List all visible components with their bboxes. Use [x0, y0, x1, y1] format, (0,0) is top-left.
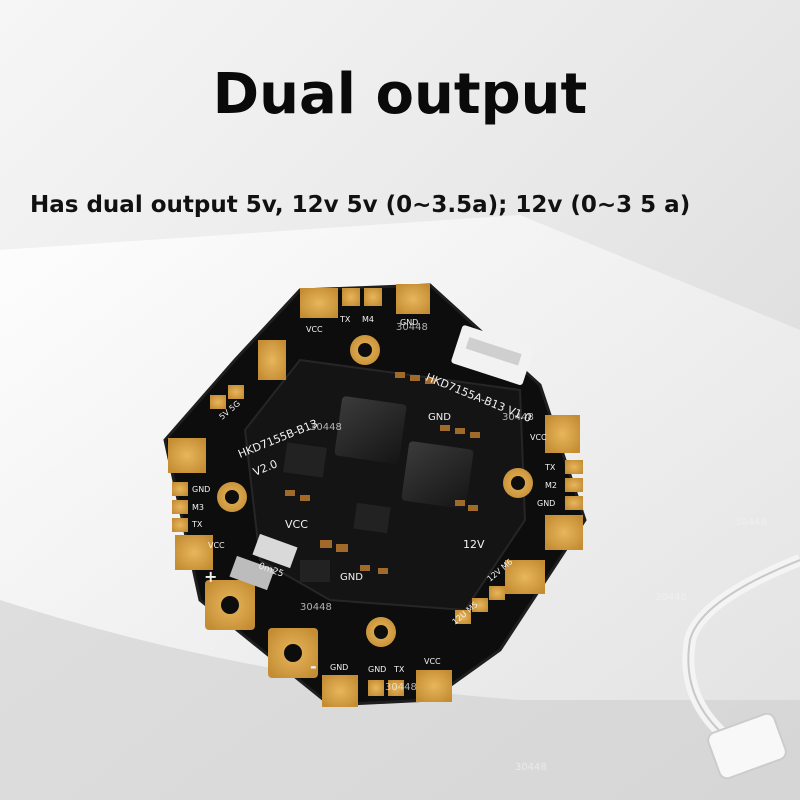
svg-text:30448: 30448 [310, 422, 342, 433]
label-vcc-center: VCC [285, 518, 308, 531]
usb-plug [707, 712, 787, 780]
label-m3-left: M3 [192, 503, 204, 512]
regulator-chip [283, 442, 327, 478]
label-tx-right: TX [544, 463, 556, 472]
label-vcc-top: VCC [306, 325, 323, 334]
mounting-holes [217, 335, 533, 647]
shunt-resistor [252, 533, 298, 569]
pad-cluster-bottom [322, 560, 545, 707]
label-gnd-bottom: GND [330, 663, 348, 672]
label-gnd-top: GND [428, 412, 451, 423]
pad-cluster-top [300, 284, 430, 318]
label-vcc-right: VCC [530, 433, 547, 442]
label-minus: - [310, 657, 317, 676]
inductor-5v [334, 396, 407, 464]
label-gnd-bottom2: GND [368, 665, 386, 674]
label-vcc-left: VCC [208, 541, 225, 550]
pad-cluster-left [168, 340, 286, 570]
page-title: Dual output [212, 62, 588, 127]
svg-text:30448: 30448 [515, 762, 547, 773]
label-gnd-left: GND [192, 485, 210, 494]
watermarks: 30448 30448 30448 30448 30448 30448 3044… [300, 322, 767, 773]
label-12v: 12V [463, 538, 485, 551]
pad-cluster-right [545, 415, 583, 550]
page-subtitle: Has dual output 5v, 12v 5v (0~3.5a); 12v… [30, 192, 691, 218]
label-tx-bottom: TX [393, 665, 405, 674]
label-gnd-right: GND [537, 499, 555, 508]
label-plus: + [204, 567, 217, 586]
inductor-12v [401, 441, 474, 509]
label-tx-top: TX [339, 315, 351, 324]
svg-text:30448: 30448 [735, 517, 767, 528]
svg-text:30448: 30448 [655, 592, 687, 603]
smd-components [285, 372, 480, 574]
svg-text:30448: 30448 [385, 682, 417, 693]
label-m4-top: M4 [362, 315, 374, 324]
label-tx-left: TX [191, 520, 203, 529]
svg-text:30448: 30448 [502, 412, 534, 423]
label-vcc-bottom: VCC [424, 657, 441, 666]
svg-text:30448: 30448 [300, 602, 332, 613]
label-m2-right: M2 [545, 481, 557, 490]
label-gnd-center: GND [340, 572, 363, 583]
label-gnd-topright: GND [400, 318, 418, 327]
svg-text:30448: 30448 [396, 322, 428, 333]
pcb-board: HKD7155A-B13 V1.0 HKD7155B-B13 V2.0 12V … [163, 283, 587, 707]
